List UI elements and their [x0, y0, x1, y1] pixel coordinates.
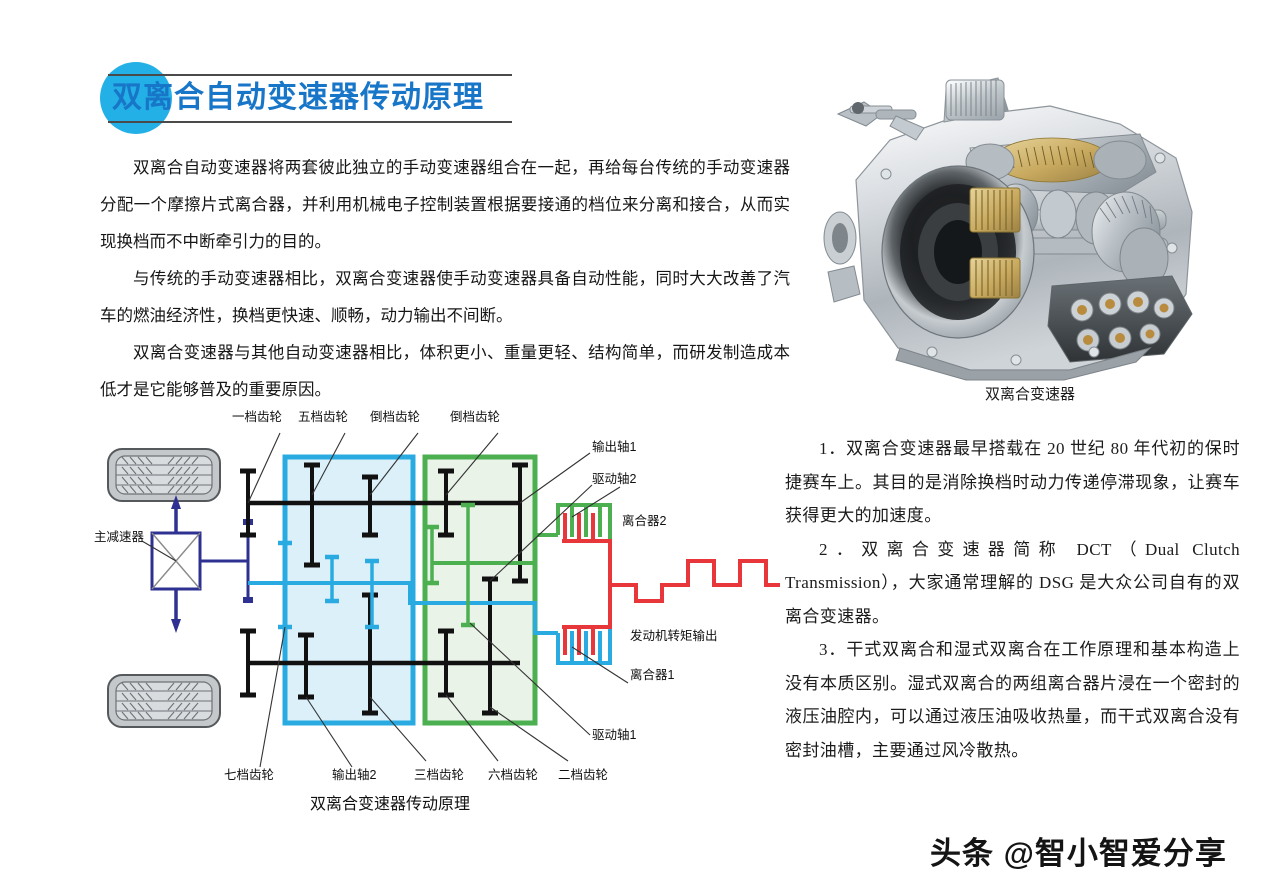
label-gear-2: 二档齿轮 [558, 768, 608, 782]
transmission-schematic: 一档齿轮 五档齿轮 倒档齿轮 倒档齿轮 七档齿轮 输出轴2 三档齿轮 六档齿轮 … [80, 395, 780, 815]
photo-caption: 双离合变速器 [984, 386, 1075, 403]
article-body: 双离合自动变速器将两套彼此独立的手动变速器组合在一起，再给每台传统的手动变速器分… [100, 150, 790, 409]
bolt-bosses [880, 152, 1178, 366]
drive-shaft-2 [425, 502, 558, 628]
label-drive-shaft-1: 驱动轴1 [592, 727, 637, 742]
tire-lower [107, 674, 221, 728]
drive-shaft-1 [248, 540, 558, 635]
solenoid-valves [1070, 290, 1175, 352]
label-gear-1: 一档齿轮 [232, 410, 282, 424]
label-drive-shaft-2: 驱动轴2 [592, 471, 637, 486]
label-gear-5: 五档齿轮 [298, 410, 348, 424]
input-flange [823, 211, 861, 303]
housing-bottom-lip [895, 347, 1152, 381]
label-final-drive: 主减速器 [94, 530, 145, 544]
notes-column: 1．双离合变速器最早搭载在 20 世纪 80 年代初的保时捷赛车上。其目的是消除… [785, 432, 1240, 767]
top-cooler-block [945, 79, 1005, 121]
tire-upper [107, 448, 221, 502]
watermark: 头条 @智小智爱分享 [930, 836, 1227, 871]
clutch-2 [556, 503, 612, 553]
transmission-photo [820, 62, 1240, 392]
label-clutch-1: 离合器1 [630, 667, 675, 682]
engine-torque-shaft [608, 547, 780, 621]
note-item-2: 2．双离合变速器简称 DCT（Dual Clutch Transmission）… [785, 539, 1240, 626]
schematic-svg: 一档齿轮 五档齿轮 倒档齿轮 倒档齿轮 七档齿轮 输出轴2 三档齿轮 六档齿轮 … [94, 410, 780, 782]
page-title-block: 双离合自动变速器传动原理 [100, 58, 800, 134]
label-engine-torque-output: 发动机转矩输出 [630, 628, 718, 643]
body-paragraph-1: 双离合自动变速器将两套彼此独立的手动变速器组合在一起，再给每台传统的手动变速器分… [100, 159, 790, 251]
leader-lines [141, 432, 629, 768]
shift-levers [836, 101, 925, 141]
label-gear-3: 三档齿轮 [414, 768, 464, 782]
label-clutch-2: 离合器2 [622, 513, 667, 528]
clutch-1 [556, 615, 612, 665]
label-gear-reverse-b: 倒档齿轮 [450, 410, 500, 424]
label-gear-7: 七档齿轮 [224, 768, 274, 782]
diagram-caption: 双离合变速器传动原理 [309, 796, 470, 813]
label-gear-6: 六档齿轮 [488, 768, 538, 782]
final-drive-unit [150, 495, 253, 633]
clutch-friction-plates [969, 187, 1021, 299]
title-rule-bottom [108, 121, 512, 123]
cooler-fins [950, 80, 997, 116]
label-output-shaft-2: 输出轴2 [332, 767, 377, 782]
body-paragraph-3: 双离合变速器与其他自动变速器相比，体积更小、重量更轻、结构简单，而研发制造成本低… [100, 344, 790, 399]
title-rule-top [108, 74, 512, 76]
body-paragraph-2: 与传统的手动变速器相比，双离合变速器使手动变速器具备自动性能，同时大大改善了汽车… [100, 270, 790, 325]
note-item-3: 3．干式双离合和湿式双离合在工作原理和基本构造上没有本质区别。湿式双离合的两组离… [785, 640, 1240, 760]
diagram-labels: 一档齿轮 五档齿轮 倒档齿轮 倒档齿轮 七档齿轮 输出轴2 三档齿轮 六档齿轮 … [94, 410, 718, 782]
label-gear-reverse-a: 倒档齿轮 [370, 410, 420, 424]
note-item-1: 1．双离合变速器最早搭载在 20 世纪 80 年代初的保时捷赛车上。其目的是消除… [785, 439, 1240, 525]
output-gear-cluster [1091, 191, 1169, 289]
transmission-photo-illustration [823, 77, 1193, 381]
label-output-shaft-1: 输出轴1 [592, 439, 637, 454]
page-title: 双离合自动变速器传动原理 [112, 81, 484, 114]
